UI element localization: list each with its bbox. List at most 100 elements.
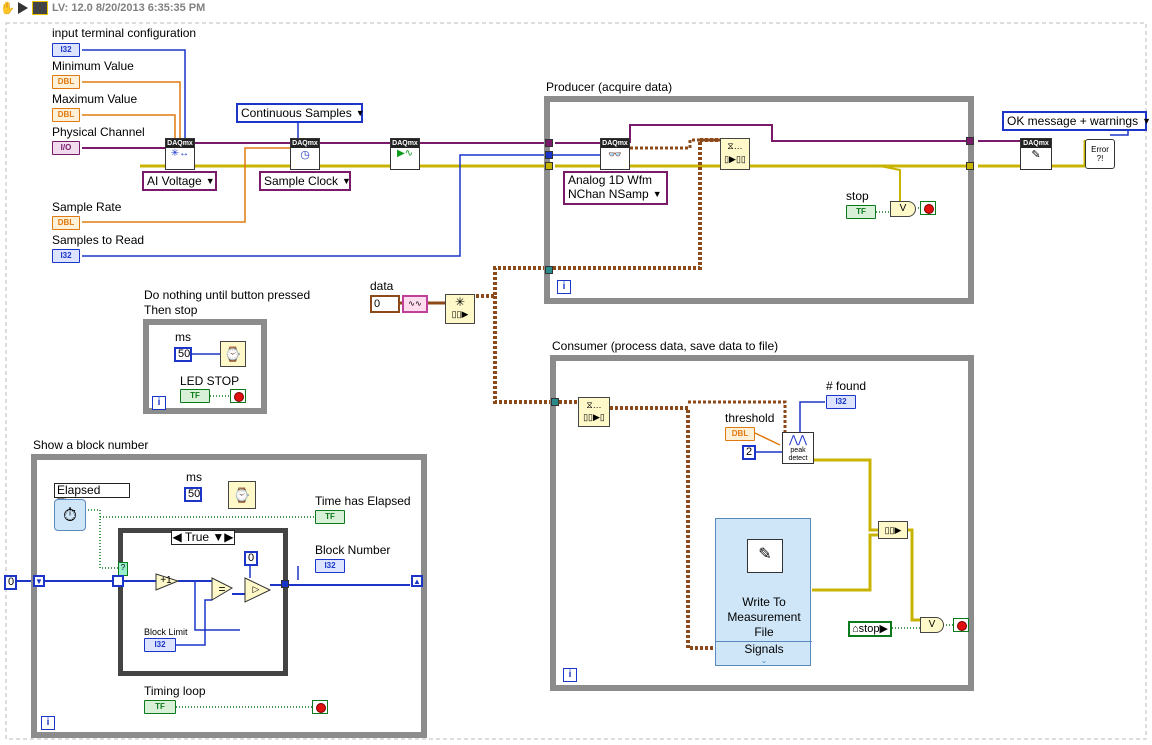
waiting-iteration-terminal: i [152, 396, 166, 410]
sample-mode-constant[interactable]: Continuous Samples▼ [236, 103, 365, 123]
found-indicator: I32 [826, 395, 856, 409]
daqmx-start-vi[interactable]: DAQmx ▶∿ [390, 138, 420, 170]
daqmx-clear-vi[interactable]: DAQmx ✎ [1020, 138, 1052, 170]
dropdown-arrow-icon: ▼ [342, 176, 351, 186]
eraser-icon: ✎ [1031, 149, 1041, 161]
block-iteration-terminal: i [41, 716, 55, 730]
simple-error-handler-vi[interactable]: Error?! [1085, 139, 1115, 169]
read-selector[interactable]: Analog 1D Wfm NChan NSamp▼ [563, 171, 668, 205]
merge-errors-function[interactable]: ▯▯▶ [878, 521, 908, 539]
start-play-icon: ▶∿ [396, 148, 414, 159]
block-number-indicator: I32 [315, 559, 345, 573]
width-constant[interactable]: 2 [742, 445, 756, 460]
consumer-while-loop [550, 355, 974, 691]
threshold-terminal[interactable]: DBL [725, 427, 755, 441]
producer-iteration-terminal: i [557, 280, 571, 294]
daqmx-timing-vi[interactable]: DAQmx ◷ [290, 138, 320, 170]
peak-detect-vi[interactable]: ⋀⋀ peak detect [782, 432, 814, 464]
signals-input[interactable]: Signals [716, 641, 812, 657]
obtain-queue-vi[interactable]: ✳ ▯▯▶ [445, 294, 475, 324]
daqmx-create-channel-vi[interactable]: DAQmx ✳↔ [165, 138, 195, 170]
daqmx-read-vi[interactable]: DAQmx 👓 [600, 138, 630, 170]
producer-samples-tunnel [545, 151, 553, 159]
waiting-stop-condition[interactable] [230, 389, 246, 403]
led-stop-terminal[interactable]: TF [180, 389, 210, 403]
shift-register-init-constant[interactable]: 0 [4, 575, 17, 590]
threshold-label: threshold [725, 411, 775, 425]
producer-loop-label: Producer (acquire data) [546, 80, 673, 94]
producer-while-loop [544, 96, 974, 304]
write-measurement-file-express-vi[interactable]: ✎ Write To Measurement File Signals ⌄ [715, 518, 812, 666]
physical-channel-terminal[interactable]: I/O [52, 141, 80, 155]
dropdown-arrow-icon: ▼ [205, 176, 215, 186]
sample-rate-terminal[interactable]: DBL [52, 216, 80, 230]
block-loop-label: Show a block number [33, 438, 149, 452]
stopwatch-icon[interactable]: ⏱ [54, 499, 86, 531]
block-stop-condition[interactable] [312, 700, 328, 714]
consumer-stop-condition[interactable] [953, 618, 969, 632]
equal-function[interactable]: = [218, 582, 226, 596]
waiting-ms-label: ms [175, 330, 191, 344]
sample-clock-selector[interactable]: Sample Clock▼ [259, 171, 351, 191]
create-channel-icon: ✳↔ [170, 148, 190, 159]
time-elapsed-label: Time has Elapsed [315, 494, 411, 508]
data-label: data [370, 279, 394, 293]
producer-task-tunnel [545, 139, 553, 147]
clock-icon: ◷ [300, 149, 310, 161]
minimum-value-label: Minimum Value [52, 59, 134, 73]
or-function[interactable]: V [890, 201, 916, 217]
increment-function[interactable]: +1 [160, 575, 172, 586]
timing-loop-terminal[interactable]: TF [144, 700, 176, 714]
physical-channel-label: Physical Channel [52, 125, 145, 139]
input-terminal-config-terminal[interactable]: I32 [52, 43, 80, 57]
waiting-ms-constant[interactable]: 50 [174, 347, 192, 362]
case-tunnel-in [112, 575, 124, 587]
case-selector[interactable]: ◀ True ▼▶ [171, 530, 235, 545]
block-ms-constant[interactable]: 50 [184, 487, 202, 502]
producer-stop-condition[interactable] [920, 201, 936, 215]
case-tunnel-out [281, 580, 289, 588]
samples-to-read-terminal[interactable]: I32 [52, 249, 80, 263]
minimum-value-terminal[interactable]: DBL [52, 75, 80, 89]
hand-tool-icon[interactable]: ✋ [0, 1, 15, 15]
enqueue-icon: ▯▶▯▯ [724, 154, 746, 164]
ai-voltage-selector[interactable]: AI Voltage▼ [142, 171, 217, 191]
led-stop-label: LED STOP [180, 374, 240, 388]
expand-chevron-icon[interactable]: ⌄ [760, 656, 768, 665]
dequeue-element-vi[interactable]: ⧖… ▯▯▶▯ [578, 397, 610, 427]
consumer-or-function[interactable]: V [920, 617, 944, 633]
data-waveform-constant[interactable]: 0 [370, 295, 400, 313]
waveform-icon: ∿∿ [402, 295, 428, 313]
version-text: LV: 12.0 8/20/2013 6:35:35 PM [52, 2, 206, 14]
timing-loop-label: Timing loop [144, 684, 206, 698]
waiting-loop-label-line1: Do nothing until button pressed [144, 288, 311, 302]
producer-task-out-tunnel [966, 137, 974, 145]
title-bar: ✋ LV: 12.0 8/20/2013 6:35:35 PM [0, 0, 205, 16]
select-function[interactable]: ▷ [252, 584, 260, 594]
peak-icon: ⋀⋀ [788, 434, 808, 446]
block-ms-label: ms [186, 470, 202, 484]
consumer-queue-tunnel [551, 398, 559, 406]
samples-to-read-label: Samples to Read [52, 233, 145, 247]
block-limit-control[interactable]: I32 [144, 638, 176, 652]
producer-queue-tunnel [545, 266, 553, 274]
producer-stop-label: stop [846, 189, 869, 203]
wait-timer-icon[interactable]: ⌚ [220, 341, 246, 367]
producer-error-tunnel [545, 162, 553, 170]
error-dialog-selector[interactable]: OK message + warnings▼ [1002, 111, 1151, 131]
block-wait-timer-icon[interactable]: ⌚ [228, 481, 256, 509]
labview-logo-icon [32, 1, 48, 15]
run-arrow-icon[interactable] [18, 2, 28, 14]
maximum-value-terminal[interactable]: DBL [52, 108, 80, 122]
input-terminal-config-label: input terminal configuration [52, 26, 197, 40]
shift-register-left: ▼ [33, 575, 45, 587]
waiting-loop-label-line2: Then stop [144, 303, 198, 317]
stop-global-variable[interactable]: ⌂stop▶ [848, 621, 892, 637]
dropdown-arrow-icon: ▼ [652, 189, 662, 199]
dropdown-arrow-icon: ▼ [355, 108, 365, 118]
waiting-while-loop [143, 319, 267, 414]
time-elapsed-indicator: TF [315, 510, 345, 524]
enqueue-element-vi[interactable]: ⧖… ▯▶▯▯ [720, 138, 750, 170]
producer-stop-terminal[interactable]: TF [846, 205, 876, 219]
zero-constant[interactable]: 0 [244, 551, 258, 566]
